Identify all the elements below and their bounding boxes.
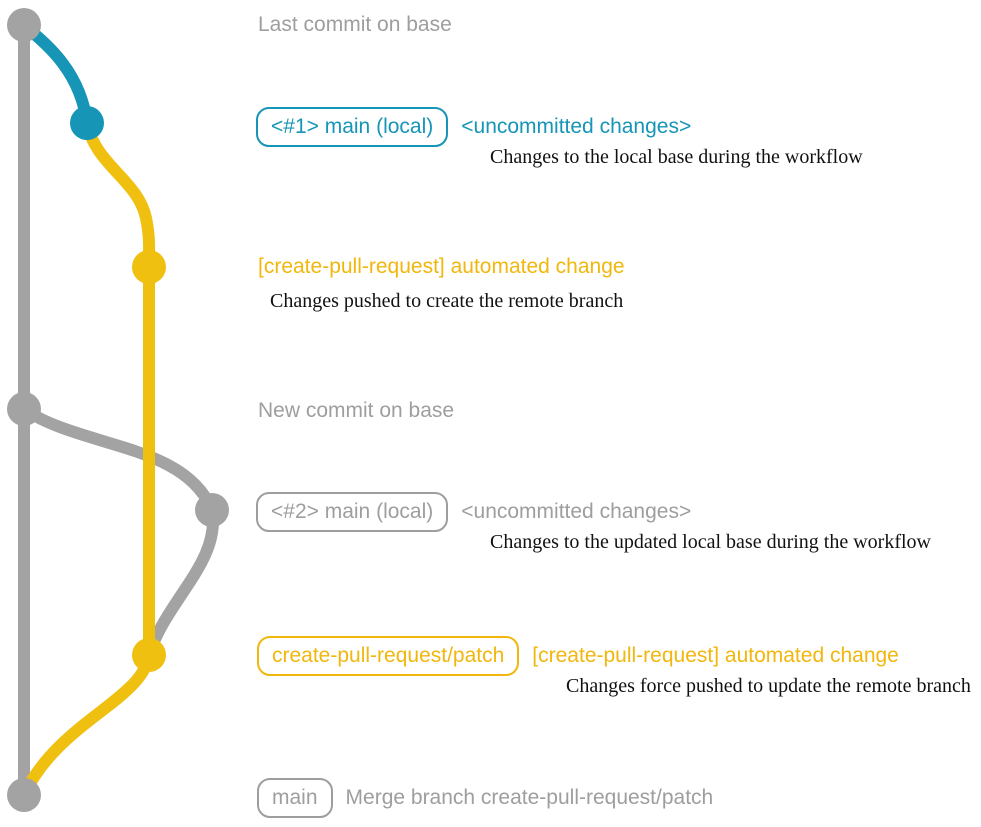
branch-badge-main-local-1: <#1> main (local) xyxy=(256,107,449,147)
note-uncommitted-changes-1: <uncommitted changes> xyxy=(461,115,692,138)
branch-badge-main-local-2: <#2> main (local) xyxy=(256,492,449,532)
label-automated-change-1: [create-pull-request] automated change xyxy=(258,255,625,278)
label-automated-change-2: [create-pull-request] automated change xyxy=(532,644,899,667)
branch-badge-main: main xyxy=(257,778,333,818)
edge-base-to-main-local-2 xyxy=(18,403,218,516)
desc-force-push-remote-branch: Changes force pushed to update the remot… xyxy=(566,675,971,697)
edge-main-local-1-to-patch xyxy=(81,117,156,273)
row-patch-branch: create-pull-request/patch [create-pull-r… xyxy=(257,636,899,676)
commit-node-main-local-2 xyxy=(195,493,229,527)
branch-badge-create-pull-request-patch: create-pull-request/patch xyxy=(257,636,520,676)
label-new-commit-on-base: New commit on base xyxy=(258,399,455,422)
row-merge: main Merge branch create-pull-request/pa… xyxy=(257,778,713,818)
label-last-commit-on-base: Last commit on base xyxy=(258,13,452,36)
row-main-local-2: <#2> main (local) <uncommitted changes> xyxy=(256,492,691,532)
row-main-local-1: <#1> main (local) <uncommitted changes> xyxy=(256,107,691,147)
commit-node-merge-commit xyxy=(7,778,41,812)
commit-node-main-local-1 xyxy=(70,106,104,140)
commit-node-last-commit-on-base xyxy=(7,8,41,42)
commit-node-automated-change-1 xyxy=(132,250,166,284)
note-uncommitted-changes-2: <uncommitted changes> xyxy=(461,500,692,523)
label-merge-branch: Merge branch create-pull-request/patch xyxy=(345,786,714,809)
edge-base-to-main-local-1 xyxy=(18,19,93,129)
commit-node-new-commit-on-base xyxy=(7,392,41,426)
edge-main-local-2-to-patch xyxy=(143,504,219,661)
desc-push-create-remote-branch: Changes pushed to create the remote bran… xyxy=(270,290,624,312)
edge-patch-to-merge xyxy=(18,649,155,801)
desc-local-base-changes: Changes to the local base during the wor… xyxy=(490,146,863,168)
commit-node-automated-change-2 xyxy=(132,638,166,672)
desc-updated-local-base-changes: Changes to the updated local base during… xyxy=(490,531,931,553)
